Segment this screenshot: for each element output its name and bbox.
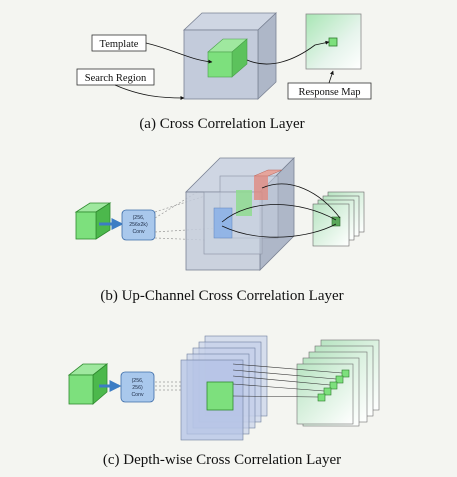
- conv-line3-b: Conv: [132, 229, 145, 235]
- response-peaks-c: [317, 369, 350, 402]
- conv-line3-c: Conv: [131, 392, 144, 398]
- response-peak: [328, 37, 338, 47]
- correlate-arrow: [246, 40, 330, 65]
- kernel-window-c: [206, 381, 234, 411]
- conv-box-c: [120, 371, 155, 403]
- conv-line1-c: (256,: [132, 378, 144, 384]
- caption-a: (a) Cross Correlation Layer: [139, 116, 304, 132]
- projection-lines-c: [155, 381, 182, 391]
- response-label-box: [287, 82, 372, 100]
- response-stack-c: [296, 339, 380, 427]
- response-stack-b: [312, 191, 365, 247]
- conv-line2-c: 256): [132, 385, 143, 391]
- response-pointer: [328, 70, 334, 84]
- kernel-bars-b: [213, 169, 283, 239]
- panel-c: (256, 256) Conv: [67, 335, 380, 468]
- template-cube-b: [74, 202, 112, 240]
- template-cube-c: [67, 363, 109, 405]
- search-arrow: [114, 84, 185, 100]
- conv-box-b: [121, 209, 156, 241]
- panel-b: (256, 256x2k) Conv: [74, 157, 365, 304]
- response-label: Response Map: [298, 87, 360, 98]
- conv-line1-b: (256,: [133, 215, 145, 221]
- conv-line2-b: 256x2k): [129, 222, 148, 228]
- depthwise-lines-c: [232, 363, 343, 398]
- caption-b: (b) Up-Channel Cross Correlation Layer: [100, 288, 343, 304]
- template-label: Template: [100, 39, 139, 50]
- search-label: Search Region: [85, 73, 147, 84]
- caption-c: (c) Depth-wise Cross Correlation Layer: [103, 452, 341, 468]
- search-cube-b: [185, 157, 295, 271]
- correlation-paths-b: [221, 183, 341, 238]
- template-arrow: [145, 42, 213, 64]
- template-cube: [207, 38, 248, 78]
- panel-a: Template Search Region Response Map (a) …: [76, 12, 372, 132]
